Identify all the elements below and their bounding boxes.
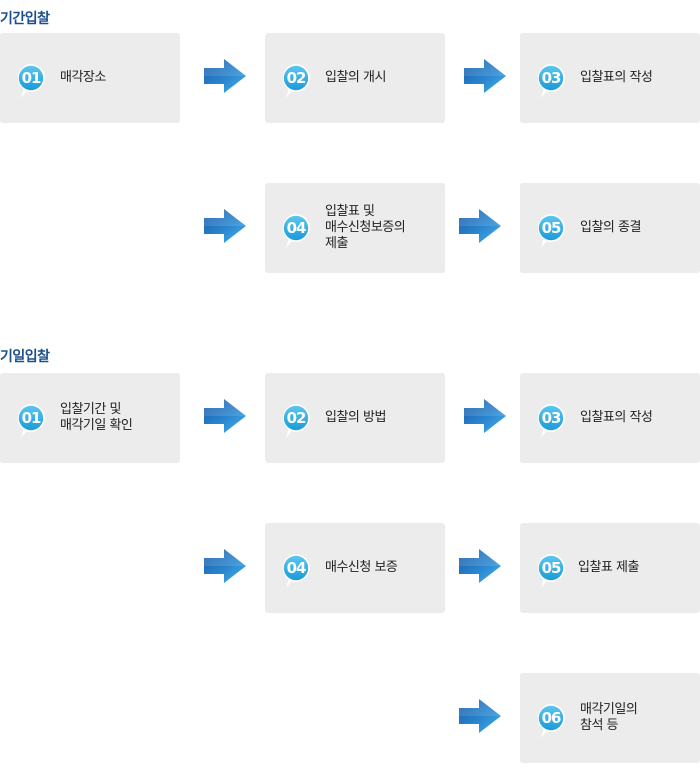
step-card[interactable]: 01 입찰기간 및 매각기일 확인 [0, 373, 180, 463]
step-card[interactable]: 05 입찰의 종결 [520, 183, 700, 273]
step-label: 입찰기간 및 매각기일 확인 [60, 402, 133, 433]
step-card[interactable]: 03 입찰표의 작성 [520, 33, 700, 123]
arrow-right-icon [202, 206, 248, 246]
arrow-right-icon [462, 56, 508, 96]
step-number-badge: 01 [15, 402, 47, 434]
arrow-right-icon [457, 206, 503, 246]
step-card[interactable]: 03 입찰표의 작성 [520, 373, 700, 463]
step-label: 매각장소 [60, 70, 106, 85]
step-label: 입찰표 제출 [578, 560, 639, 575]
step-label: 입찰의 종결 [580, 220, 641, 235]
step-number-badge: 04 [280, 212, 312, 244]
step-card[interactable]: 01 매각장소 [0, 33, 180, 123]
arrow-right-icon [202, 56, 248, 96]
arrow-right-icon [202, 396, 248, 436]
arrow-right-icon [457, 696, 503, 736]
arrow-right-icon [202, 546, 248, 586]
step-number-badge: 02 [280, 62, 312, 94]
step-label: 입찰표의 작성 [580, 410, 653, 425]
step-card[interactable]: 02 입찰의 방법 [265, 373, 445, 463]
section-title-date-bidding: 기일입찰 [0, 349, 50, 365]
section-title-period-bidding: 기간입찰 [0, 11, 50, 27]
step-number-badge: 06 [535, 702, 567, 734]
step-label: 입찰의 방법 [325, 410, 386, 425]
step-card[interactable]: 02 입찰의 개시 [265, 33, 445, 123]
step-card[interactable]: 05 입찰표 제출 [520, 523, 700, 613]
arrow-right-icon [462, 396, 508, 436]
step-number-badge: 03 [535, 402, 567, 434]
step-card[interactable]: 06 매각기일의 참석 등 [520, 673, 700, 763]
step-number-badge: 01 [15, 62, 47, 94]
step-card[interactable]: 04 입찰표 및 매수신청보증의 제출 [265, 183, 445, 273]
step-number-badge: 02 [280, 402, 312, 434]
step-label: 입찰표의 작성 [580, 70, 653, 85]
step-label: 매수신청 보증 [325, 560, 398, 575]
step-number-badge: 03 [535, 62, 567, 94]
step-number-badge: 05 [535, 552, 567, 584]
step-label: 매각기일의 참석 등 [580, 702, 638, 733]
step-card[interactable]: 04 매수신청 보증 [265, 523, 445, 613]
step-number-badge: 04 [280, 552, 312, 584]
step-label: 입찰표 및 매수신청보증의 제출 [325, 204, 406, 251]
step-number-badge: 05 [535, 212, 567, 244]
step-label: 입찰의 개시 [325, 70, 386, 85]
arrow-right-icon [457, 546, 503, 586]
